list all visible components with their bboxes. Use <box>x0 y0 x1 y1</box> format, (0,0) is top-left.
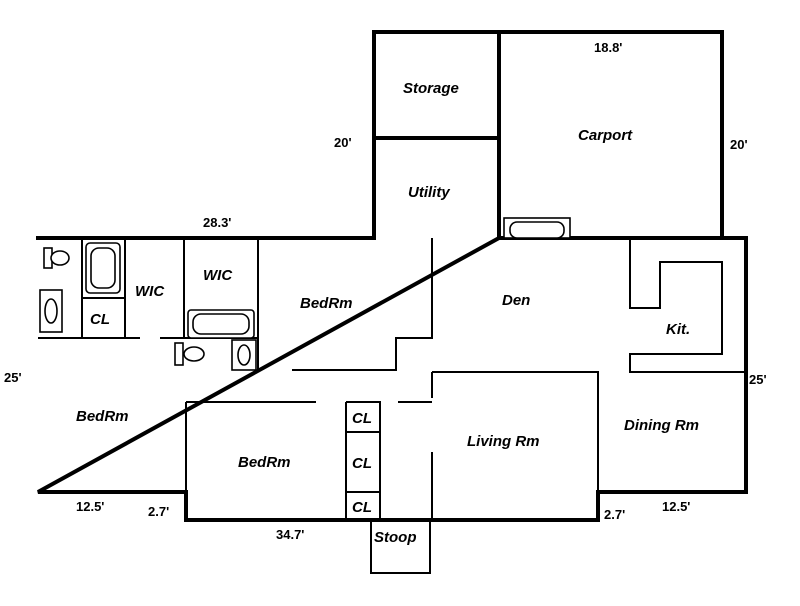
interior-walls <box>38 238 746 574</box>
dim-right-depth: 25' <box>749 372 767 387</box>
room-label-bedroom-left: BedRm <box>76 408 129 425</box>
room-label-wic-right: WIC <box>203 267 233 284</box>
room-label-kitchen: Kit. <box>666 321 690 338</box>
dim-left-depth: 25' <box>4 370 22 385</box>
room-label-closet-2: CL <box>352 455 372 472</box>
toilet-center <box>174 342 184 366</box>
room-label-closet-1: CL <box>352 410 372 427</box>
dim-bottom-left-offset: 2.7' <box>148 504 169 519</box>
room-label-storage: Storage <box>403 80 459 97</box>
dim-top-left-width: 28.3' <box>203 215 231 230</box>
room-labels: Storage Carport Utility WIC WIC BedRm De… <box>76 80 699 546</box>
dim-bottom-right-width: 12.5' <box>662 499 690 514</box>
room-label-bedroom-bottom: BedRm <box>238 454 291 471</box>
room-label-utility: Utility <box>408 184 450 201</box>
room-label-closet-bath: CL <box>90 311 110 328</box>
dim-bottom-center-width: 34.7' <box>276 527 304 542</box>
room-label-carport: Carport <box>578 127 633 144</box>
room-label-living-room: Living Rm <box>467 433 540 450</box>
exterior-walls <box>36 30 748 522</box>
dim-bottom-left-width: 12.5' <box>76 499 104 514</box>
dim-storage-depth: 20' <box>334 135 352 150</box>
room-label-closet-3: CL <box>352 499 372 516</box>
dim-bottom-right-offset: 2.7' <box>604 507 625 522</box>
dim-carport-width: 18.8' <box>594 40 622 55</box>
dim-carport-depth: 20' <box>730 137 748 152</box>
room-label-den: Den <box>502 292 530 309</box>
fixtures <box>39 217 571 371</box>
room-label-wic-left: WIC <box>135 283 165 300</box>
room-label-dining-room: Dining Rm <box>624 417 699 434</box>
room-label-stoop: Stoop <box>374 529 417 546</box>
dimension-labels: 18.8' 20' 20' 28.3' 25' 25' 12.5' 2.7' 3… <box>4 40 767 542</box>
room-label-bedroom-center: BedRm <box>300 295 353 312</box>
